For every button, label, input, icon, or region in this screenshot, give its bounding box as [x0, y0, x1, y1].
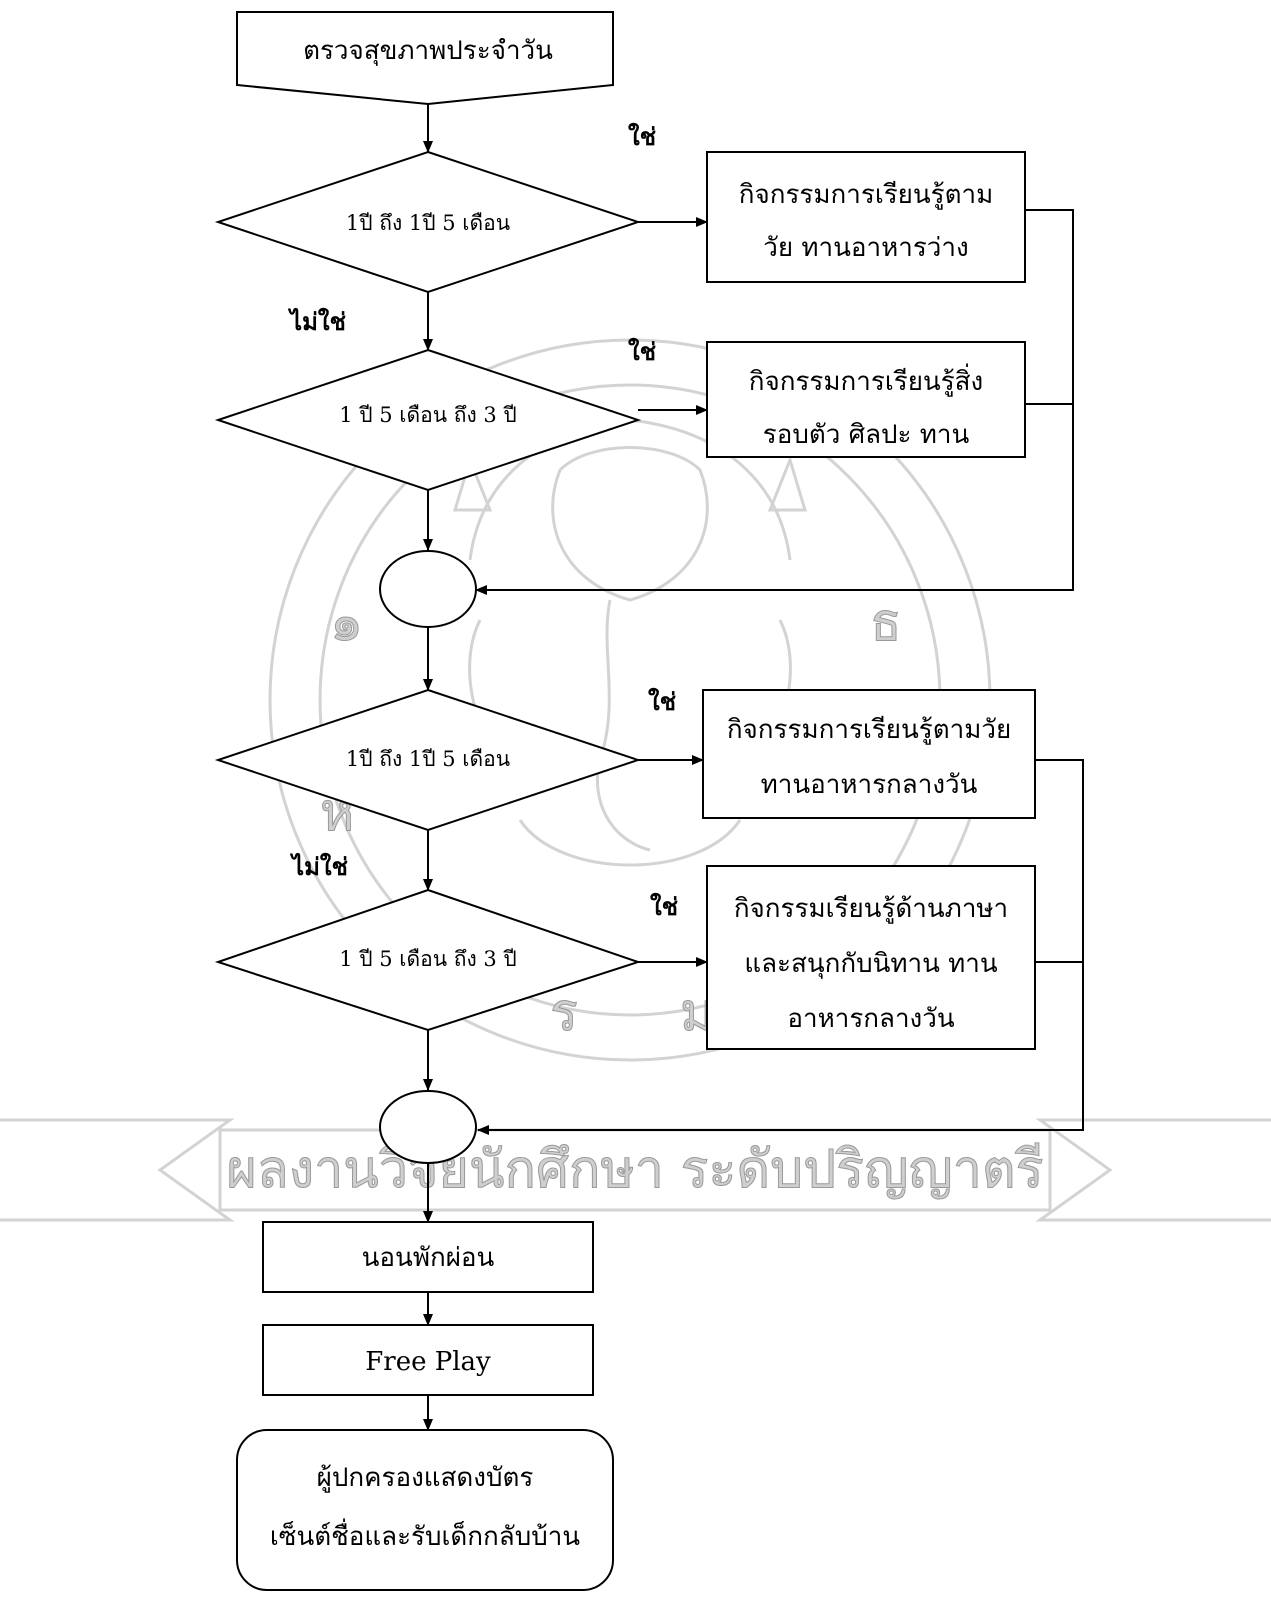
yes-label-2: ใช่ — [628, 337, 656, 366]
decision-age-4-label: 1 ปี 5 เดือน ถึง 3 ปี — [339, 947, 517, 971]
start-node: ตรวจสุขภาพประจำวัน — [236, 11, 614, 106]
decision-age-1: 1ปี ถึง 1ปี 5 เดือน — [214, 150, 642, 294]
activity-3-line-2: ทานอาหารกลางวัน — [761, 770, 978, 800]
activity-3-line-1: กิจกรรมการเรียนรู้ตามวัย — [727, 715, 1011, 745]
seal-letter-1: ๑ — [330, 593, 363, 653]
arrow-activities-to-merge1 — [475, 209, 1074, 595]
no-label-2: ไม่ใช่ — [289, 852, 348, 881]
activity-box-3: กิจกรรมการเรียนรู้ตามวัย ทานอาหารกลางวัน — [702, 689, 1036, 819]
decision-age-2-label: 1 ปี 5 เดือน ถึง 3 ปี — [339, 403, 517, 427]
decision-age-3-label: 1ปี ถึง 1ปี 5 เดือน — [346, 747, 510, 771]
decision-age-3: 1ปี ถึง 1ปี 5 เดือน — [214, 688, 642, 832]
yes-label-1: ใช่ — [628, 122, 656, 151]
activity-4-line-3: อาหารกลางวัน — [787, 1004, 954, 1034]
merge-connector-1 — [379, 550, 477, 628]
activity-1-line-1: กิจกรรมการเรียนรู้ตาม — [739, 180, 994, 210]
no-label-1: ไม่ใช่ — [287, 307, 346, 336]
activity-1-line-2: วัย ทานอาหารว่าง — [763, 233, 968, 263]
activity-2-line-2: รอบตัว ศิลปะ ทาน — [763, 420, 970, 450]
activity-box-4: กิจกรรมเรียนรู้ด้านภาษา และสนุกกับนิทาน … — [706, 865, 1036, 1050]
seal-letter-4: ม — [680, 983, 714, 1043]
decision-age-1-label: 1ปี ถึง 1ปี 5 เดือน — [346, 211, 510, 235]
activity-box-1: กิจกรรมการเรียนรู้ตาม วัย ทานอาหารว่าง — [706, 151, 1026, 283]
rest-label: นอนพักผ่อน — [362, 1243, 495, 1273]
rest-box: นอนพักผ่อน — [262, 1221, 594, 1293]
arrow-activities-to-merge2 — [477, 759, 1084, 1135]
yes-label-4: ใช่ — [650, 892, 678, 921]
seal-letter-2: ธ — [870, 593, 902, 653]
end-line-1: ผู้ปกครองแสดงบัตร — [317, 1463, 534, 1493]
decision-age-4: 1 ปี 5 เดือน ถึง 3 ปี — [214, 888, 642, 1032]
start-label: ตรวจสุขภาพประจำวัน — [303, 36, 553, 66]
free-play-box: Free Play — [262, 1324, 594, 1396]
watermark-text: ผลงานวิจัยนักศึกษา ระดับปริญญาตรี — [226, 1140, 1043, 1200]
merge-connector-2 — [379, 1090, 477, 1164]
seal-letter-3: ร — [550, 983, 578, 1043]
decision-age-2: 1 ปี 5 เดือน ถึง 3 ปี — [214, 348, 642, 492]
activity-4-line-2: และสนุกกับนิทาน ทาน — [744, 949, 998, 979]
yes-label-3: ใช่ — [648, 687, 676, 716]
activity-2-line-1: กิจกรรมการเรียนรู้สิ่ง — [749, 363, 983, 397]
end-node: ผู้ปกครองแสดงบัตร เซ็นต์ชื่อและรับเด็กกล… — [236, 1429, 614, 1591]
free-play-label: Free Play — [365, 1347, 491, 1377]
banner-watermark: ผลงานวิจัยนักศึกษา ระดับปริญญาตรี — [0, 1118, 1271, 1222]
activity-4-line-1: กิจกรรมเรียนรู้ด้านภาษา — [734, 894, 1008, 924]
connectors — [423, 104, 1084, 1431]
activity-box-2: กิจกรรมการเรียนรู้สิ่ง รอบตัว ศิลปะ ทาน — [706, 341, 1026, 458]
end-line-2: เซ็นต์ชื่อและรับเด็กกลับบ้าน — [270, 1518, 580, 1552]
